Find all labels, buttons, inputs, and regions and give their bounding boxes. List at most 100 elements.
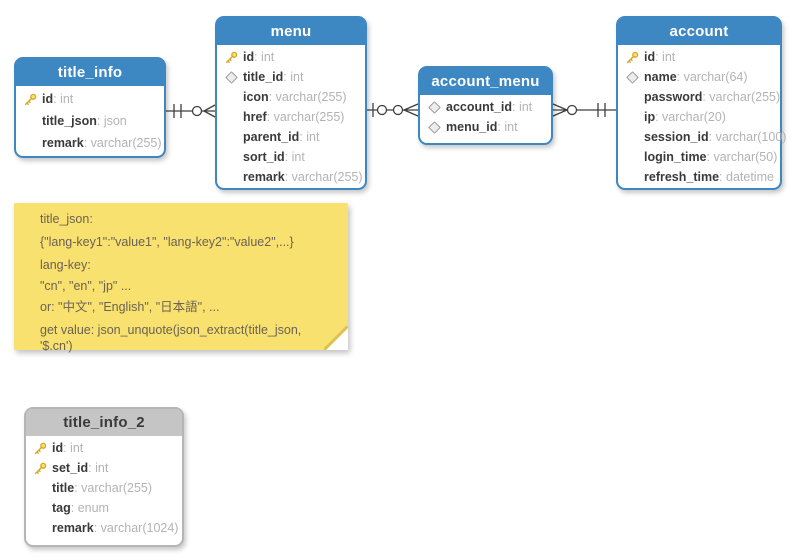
- field-name: remark: [243, 170, 285, 184]
- foreign-key-diamond-icon: [428, 100, 441, 114]
- field-type: : int: [88, 461, 109, 475]
- table-row[interactable]: id: int: [626, 47, 774, 67]
- field-name: remark: [42, 136, 84, 150]
- table-title[interactable]: account_menu: [420, 68, 551, 95]
- field-type: : datetime: [719, 170, 774, 184]
- table-title[interactable]: account: [618, 18, 780, 45]
- primary-key-icon: [626, 51, 639, 64]
- field-type: : varchar(255): [702, 90, 781, 104]
- field-type: : int: [53, 92, 74, 106]
- table-menu[interactable]: menu id: int title_id: int icon: varchar…: [215, 16, 367, 190]
- field-name: remark: [52, 521, 94, 535]
- field-name: id: [52, 441, 64, 455]
- field-type: : varchar(100): [708, 130, 787, 144]
- sticky-note[interactable]: title_json: {"lang-key1":"value1", "lang…: [14, 203, 348, 353]
- table-row[interactable]: title_id: int: [225, 67, 359, 87]
- table-body: id: int name: varchar(64) password: varc…: [618, 45, 786, 191]
- field-name: icon: [243, 90, 269, 104]
- table-row[interactable]: id: int: [24, 88, 158, 110]
- table-row[interactable]: menu_id: int: [428, 117, 545, 137]
- note-line: {"lang-key1":"value1", "lang-key2":"valu…: [40, 235, 294, 249]
- field-icon-spacer: [626, 151, 639, 164]
- field-type: : int: [63, 441, 84, 455]
- table-row[interactable]: login_time: varchar(50): [626, 147, 777, 167]
- table-account_menu[interactable]: account_menu account_id: int menu_id: in…: [418, 66, 553, 145]
- connector-title_info-menu[interactable]: [166, 104, 216, 118]
- note-line: lang-key:: [40, 258, 91, 272]
- field-name: password: [644, 90, 703, 104]
- table-row[interactable]: icon: varchar(255): [225, 87, 359, 107]
- field-type: : varchar(255): [266, 110, 345, 124]
- table-row[interactable]: password: varchar(255): [626, 87, 780, 107]
- field-type: : enum: [70, 501, 109, 515]
- table-row[interactable]: title: varchar(255): [34, 478, 176, 498]
- table-row[interactable]: name: varchar(64): [626, 67, 774, 87]
- field-name: title_id: [243, 70, 284, 84]
- table-row[interactable]: session_id: varchar(100): [626, 127, 786, 147]
- table-account[interactable]: account id: int name: varchar(64) passwo…: [616, 16, 786, 191]
- field-icon-spacer: [24, 115, 37, 128]
- table-row[interactable]: title_json: json: [24, 110, 158, 132]
- table-title[interactable]: menu: [217, 18, 365, 45]
- table-row[interactable]: remark: varchar(255): [24, 132, 162, 154]
- field-type: : int: [655, 50, 676, 64]
- table-row[interactable]: href: varchar(255): [225, 107, 359, 127]
- connector-menu-account_menu[interactable]: [367, 103, 419, 117]
- connector-account_menu-account[interactable]: [552, 103, 616, 117]
- field-name: tag: [52, 501, 71, 515]
- field-icon-spacer: [34, 502, 47, 515]
- foreign-key-diamond-icon: [428, 120, 441, 134]
- field-icon-spacer: [225, 131, 238, 144]
- field-type: : varchar(255): [74, 481, 153, 495]
- field-name: id: [42, 92, 54, 106]
- field-type: : varchar(255): [83, 136, 162, 150]
- table-row[interactable]: remark: varchar(255): [225, 167, 363, 187]
- table-title[interactable]: title_info_2: [26, 409, 182, 436]
- field-icon-spacer: [225, 171, 238, 184]
- field-icon-spacer: [34, 522, 47, 535]
- note-fold-corner: [324, 326, 348, 350]
- table-row[interactable]: remark: varchar(1024): [34, 518, 179, 538]
- field-icon-spacer: [225, 151, 238, 164]
- field-type: : varchar(64): [676, 70, 748, 84]
- table-row[interactable]: tag: enum: [34, 498, 176, 518]
- primary-key-icon: [34, 462, 47, 475]
- table-row[interactable]: id: int: [225, 47, 359, 67]
- table-row[interactable]: sort_id: int: [225, 147, 359, 167]
- field-type: : varchar(50): [706, 150, 778, 164]
- field-name: set_id: [52, 461, 89, 475]
- note-line: "cn", "en", "jp" ...: [40, 279, 132, 293]
- field-name: refresh_time: [644, 170, 720, 184]
- table-row[interactable]: account_id: int: [428, 97, 545, 117]
- field-name: title: [52, 481, 75, 495]
- field-type: : int: [497, 120, 518, 134]
- primary-key-icon: [24, 93, 37, 106]
- field-type: : varchar(20): [655, 110, 726, 124]
- table-title[interactable]: title_info: [16, 59, 164, 86]
- note-line: get value: json_unquote(json_extract(tit…: [40, 323, 302, 353]
- field-icon-spacer: [626, 131, 639, 144]
- field-type: : varchar(255): [284, 170, 363, 184]
- table-body: id: int title_id: int icon: varchar(255)…: [217, 45, 365, 191]
- field-type: : varchar(255): [268, 90, 347, 104]
- table-title_info_2[interactable]: title_info_2 id: int set_id: int title: …: [24, 407, 184, 547]
- foreign-key-diamond-icon: [626, 70, 639, 84]
- note-line: title_json:: [40, 212, 93, 226]
- field-name: account_id: [446, 100, 512, 114]
- field-name: title_json: [42, 114, 97, 128]
- field-name: menu_id: [446, 120, 498, 134]
- table-row[interactable]: set_id: int: [34, 458, 176, 478]
- table-row[interactable]: parent_id: int: [225, 127, 359, 147]
- field-type: : varchar(1024): [93, 521, 179, 535]
- field-name: href: [243, 110, 267, 124]
- table-title_info[interactable]: title_info id: int title_json: json rema…: [14, 57, 166, 158]
- table-row[interactable]: refresh_time: datetime: [626, 167, 774, 187]
- field-name: ip: [644, 110, 656, 124]
- table-row[interactable]: ip: varchar(20): [626, 107, 774, 127]
- primary-key-icon: [225, 51, 238, 64]
- foreign-key-diamond-icon: [225, 70, 238, 84]
- table-row[interactable]: id: int: [34, 438, 176, 458]
- field-name: sort_id: [243, 150, 285, 164]
- field-type: : int: [283, 70, 304, 84]
- field-type: : json: [96, 114, 127, 128]
